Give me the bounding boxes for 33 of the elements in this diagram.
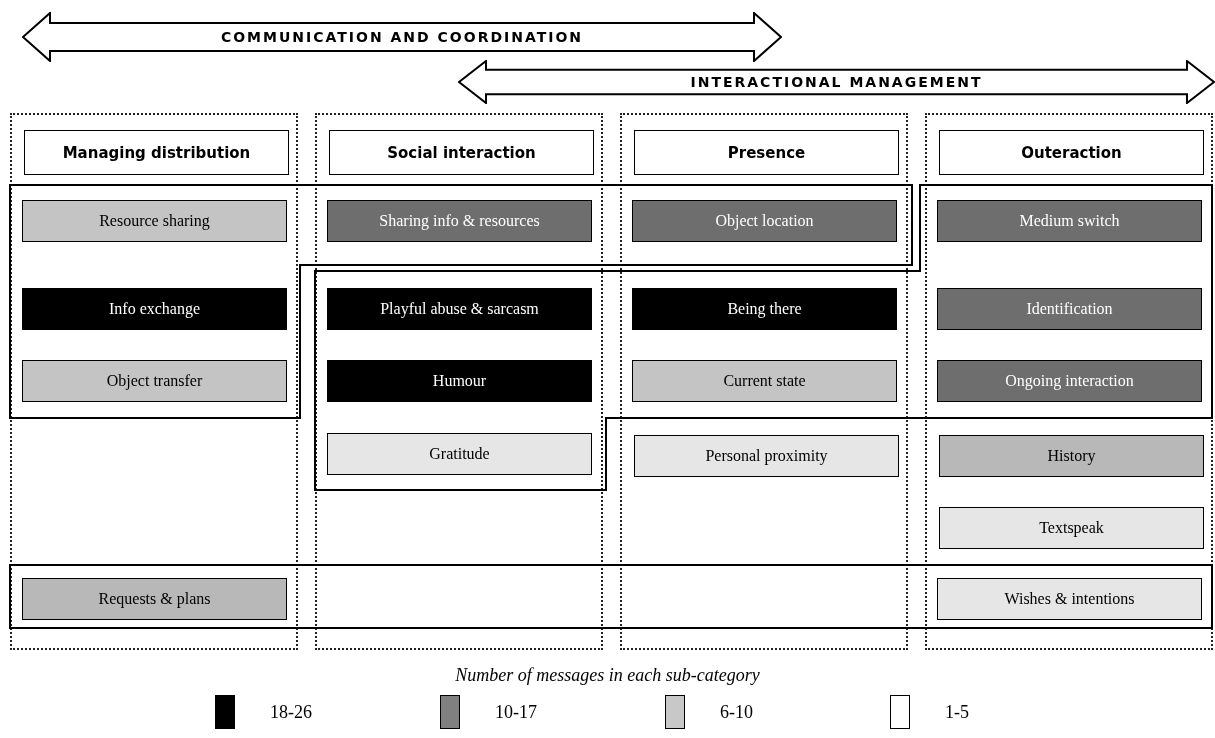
subcategory-box: Gratitude [327,433,592,475]
legend-label: 6-10 [720,702,753,723]
legend-label: 18-26 [270,702,312,723]
column-panel [925,113,1213,650]
subcategory-box: Requests & plans [22,578,287,620]
subcategory-box: Textspeak [939,507,1204,549]
subcategory-box: Personal proximity [634,435,899,477]
category-header: Managing distribution [24,130,289,175]
subcategory-box: Medium switch [937,200,1202,242]
subcategory-box: Info exchange [22,288,287,330]
subcategory-box: Object transfer [22,360,287,402]
category-header: Outeraction [939,130,1204,175]
group-outline [9,564,1213,629]
subcategory-box: Playful abuse & sarcasm [327,288,592,330]
category-header: Presence [634,130,899,175]
legend-label: 1-5 [945,702,969,723]
subcategory-box: Object location [632,200,897,242]
arrow-label: INTERACTIONAL MANAGEMENT [690,74,983,90]
subcategory-box: Wishes & intentions [937,578,1202,620]
group-outline [314,184,1213,491]
subcategory-box: Ongoing interaction [937,360,1202,402]
subcategory-box: History [939,435,1204,477]
group-outline [9,184,913,419]
subcategory-box: Resource sharing [22,200,287,242]
subcategory-box: Identification [937,288,1202,330]
category-header: Social interaction [329,130,594,175]
legend-label: 10-17 [495,702,537,723]
subcategory-box: Current state [632,360,897,402]
subcategory-box: Sharing info & resources [327,200,592,242]
legend-title: Number of messages in each sub-category [455,665,760,685]
subcategory-box: Humour [327,360,592,402]
arrow-label: COMMUNICATION AND COORDINATION [220,29,584,45]
subcategory-box: Being there [632,288,897,330]
